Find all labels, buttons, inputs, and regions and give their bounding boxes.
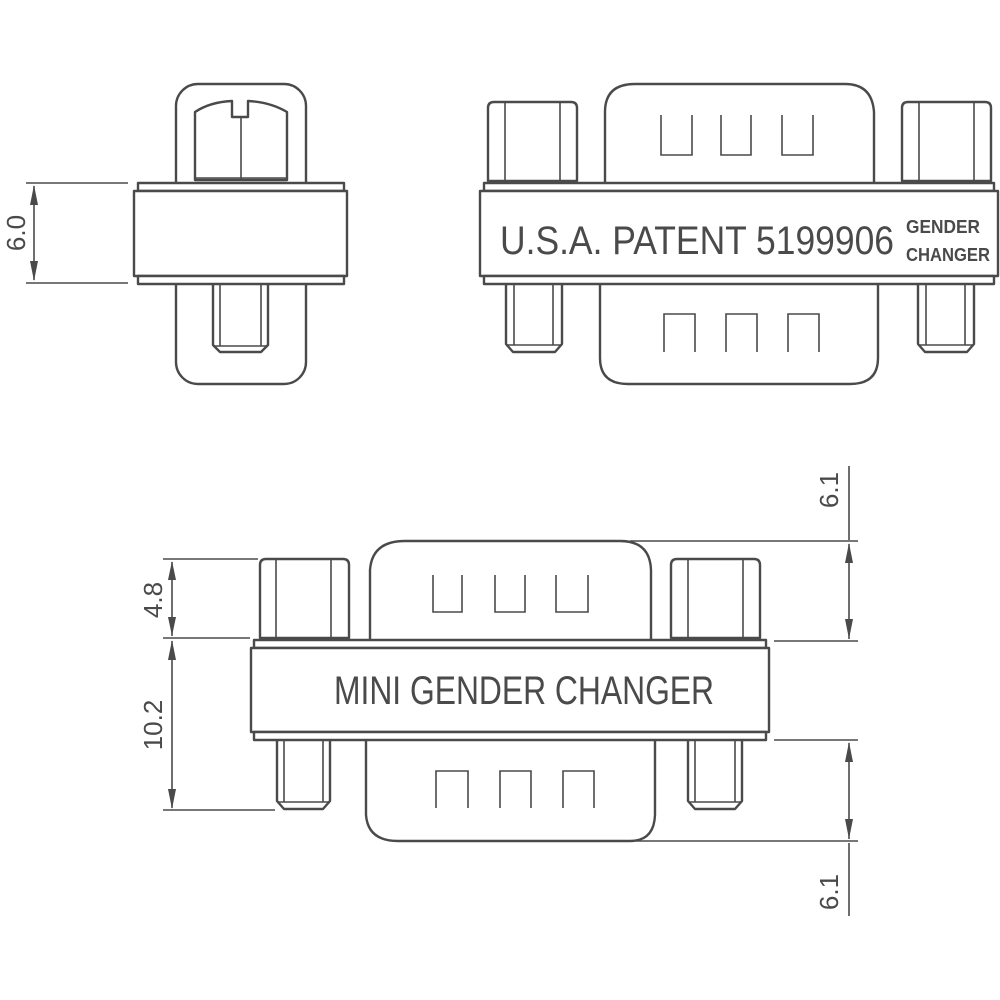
hex-nut-right: [669, 557, 762, 640]
pin-slot: [562, 770, 595, 808]
front-view-upper-shell: [368, 539, 653, 640]
pin-slot: [660, 115, 693, 156]
changer-label-small: CHANGER: [906, 245, 990, 265]
mini-gender-changer-label: MINI GENDER CHANGER: [334, 669, 714, 713]
hex-nut-right: [900, 100, 993, 183]
stud-left: [275, 741, 332, 811]
dimension-label-6-1-top: 6.1: [814, 472, 844, 508]
pin-slot: [435, 770, 469, 808]
pin-slot: [781, 115, 814, 156]
gender-label-small: GENDER: [906, 217, 980, 237]
front-view-lower-shell: [364, 741, 657, 843]
top-view: U.S.A. PATENT 5199906 GENDER CHANGER: [478, 82, 1000, 386]
pin-slot: [499, 770, 532, 808]
pin-slot: [432, 575, 463, 613]
dimension-label-6-1-bottom: 6.1: [814, 874, 844, 910]
pin-slot: [787, 313, 820, 352]
stud-right: [686, 741, 744, 811]
dimension-label-4-8: 4.8: [138, 582, 168, 618]
hex-nut-left: [258, 557, 351, 640]
pin-slot: [663, 313, 696, 352]
side-view-band: [132, 189, 349, 278]
pin-slot: [725, 313, 758, 352]
top-view-lower-shell: [598, 285, 880, 386]
front-view: MINI GENDER CHANGER 4.8 10.2: [138, 466, 858, 916]
side-view-stud: [211, 285, 270, 354]
screw-head-slotted-icon: [193, 99, 289, 182]
pin-slot: [555, 575, 589, 613]
patent-label: U.S.A. PATENT 5199906: [500, 219, 894, 263]
hex-nut-left: [486, 100, 579, 183]
pin-slot: [720, 115, 752, 156]
dimension-label-6-0: 6.0: [1, 215, 31, 251]
dimension-label-10-2: 10.2: [138, 700, 168, 751]
stud-left: [504, 285, 564, 354]
side-view: 6.0: [1, 82, 349, 386]
front-view-band-bottom: [252, 730, 768, 742]
top-view-upper-shell: [603, 82, 876, 184]
stud-right: [916, 285, 976, 354]
top-view-band-bottom: [482, 274, 996, 286]
side-view-band-bottom: [136, 274, 346, 286]
pin-slot: [494, 575, 526, 613]
